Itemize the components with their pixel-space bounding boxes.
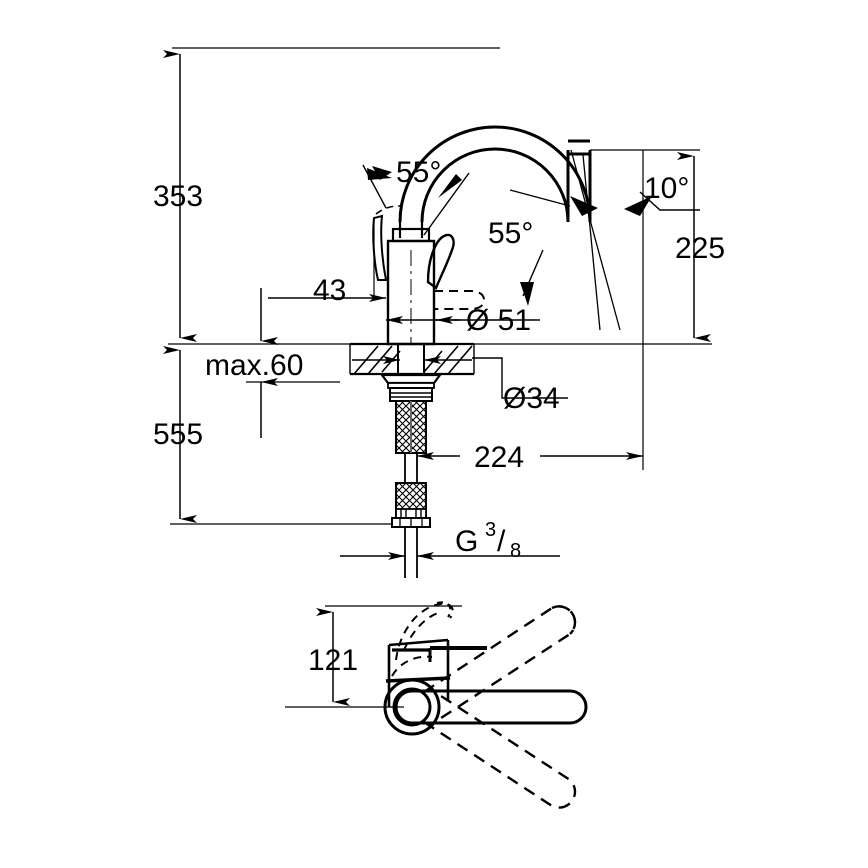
spout-plan-solid xyxy=(394,689,588,725)
lever-back-position xyxy=(372,214,388,281)
label-43: 43 xyxy=(313,274,346,307)
label-angle-55-back: 55° xyxy=(396,156,441,189)
label-d51: Ø 51 xyxy=(466,304,531,337)
arrowhead-10deg-right xyxy=(624,196,652,216)
label-angle-55-front: 55° xyxy=(488,217,533,250)
label-224: 224 xyxy=(474,441,524,474)
label-353: 353 xyxy=(153,180,203,213)
thread-slash: / xyxy=(497,525,506,558)
lever-swing-arc xyxy=(375,205,401,215)
lever-handle xyxy=(426,233,455,290)
arrowhead-55-left xyxy=(372,166,392,180)
leader-d34 xyxy=(472,357,568,399)
label-225: 225 xyxy=(675,232,725,265)
label-121: 121 xyxy=(308,644,358,677)
plan-body-shoulder xyxy=(385,676,451,683)
leader-10deg-left xyxy=(509,189,571,207)
countertop xyxy=(349,342,475,376)
outlet-axis-tilted xyxy=(570,149,621,331)
plan-lever-dashed xyxy=(391,602,454,677)
spout-dashed-upper-cap xyxy=(551,605,577,635)
fixing-stack xyxy=(379,373,443,578)
label-max60: max.60 xyxy=(205,349,303,382)
label-angle-10: 10° xyxy=(644,172,689,205)
lever-handle-dashed xyxy=(434,290,486,310)
svg-text:G: G xyxy=(455,525,478,558)
plan-labels: 121 xyxy=(308,644,358,677)
leader-10deg xyxy=(639,191,700,211)
elevation-labels: 353 555 max.60 225 43 Ø 51 Ø34 224 55° 5… xyxy=(153,156,725,562)
arrowhead-angle-front xyxy=(438,174,462,198)
plan-lever-dashed-tip xyxy=(436,601,452,618)
label-555: 555 xyxy=(153,418,203,451)
label-thread-g38: G 3 / 8 xyxy=(455,519,521,562)
spout-outer-profile xyxy=(398,125,592,223)
arrowhead-10deg-left xyxy=(570,196,598,216)
spout-inner-profile xyxy=(420,147,570,223)
plan-view xyxy=(285,601,588,809)
leader-angle-back xyxy=(362,164,387,209)
thread-numerator: 3 xyxy=(485,519,496,541)
arrowhead-angle-dashed xyxy=(520,282,534,306)
outlet-axis-vertical xyxy=(582,154,601,331)
thread-denominator: 8 xyxy=(510,540,521,562)
leader-angle-front xyxy=(423,172,470,236)
elevation-view xyxy=(163,47,712,578)
label-d34: Ø34 xyxy=(503,382,560,415)
